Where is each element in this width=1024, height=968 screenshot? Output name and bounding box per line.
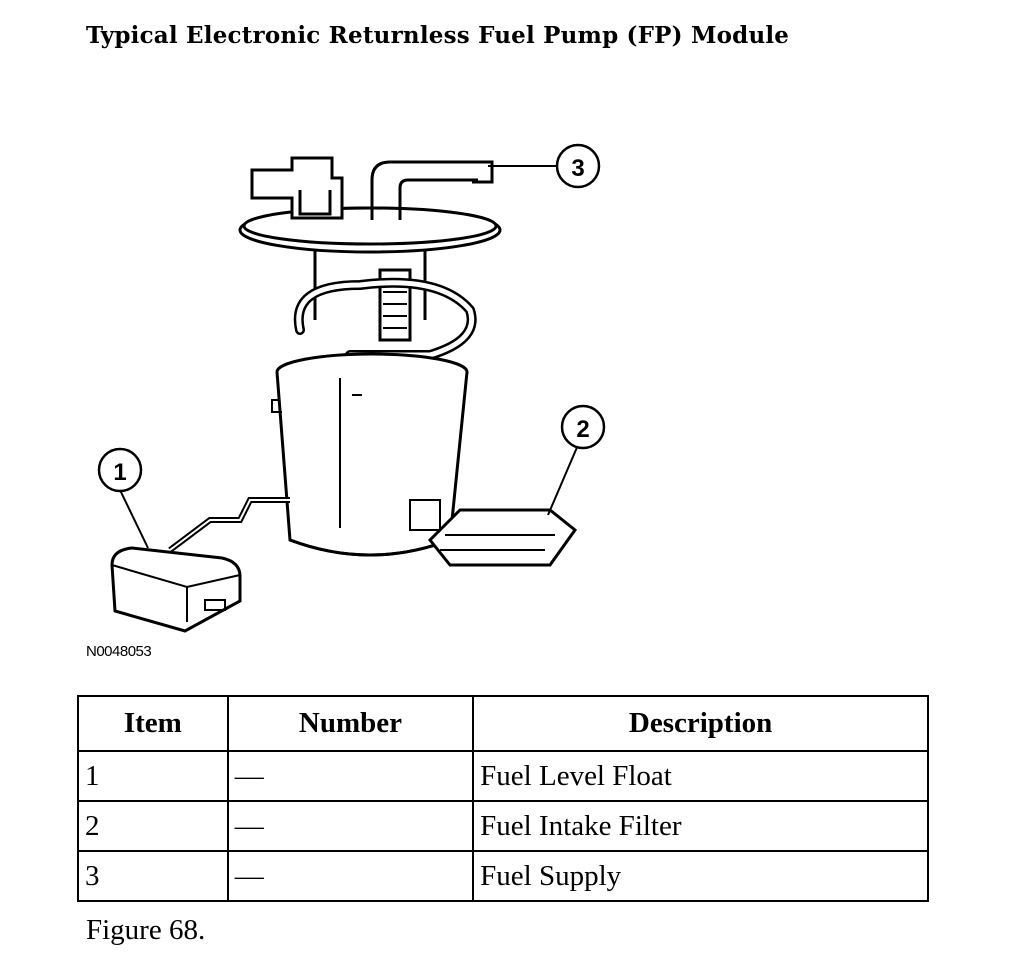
callout-2: 2	[576, 416, 589, 443]
illustration-code: N0048053	[86, 643, 152, 660]
callout-1: 1	[113, 459, 126, 486]
cell-item: 1	[77, 750, 229, 802]
callout-3: 3	[571, 155, 584, 182]
document-title: Typical Electronic Returnless Fuel Pump …	[86, 22, 790, 49]
cell-description: Fuel Level Float	[472, 750, 929, 802]
items-table: Item Number Description 1 — Fuel Level F…	[77, 695, 929, 902]
header-number: Number	[226, 695, 475, 752]
table-row: 3 — Fuel Supply	[77, 850, 929, 902]
cell-description: Fuel Intake Filter	[472, 800, 929, 852]
header-item: Item	[77, 695, 229, 752]
cell-description: Fuel Supply	[472, 850, 929, 902]
header-description: Description	[472, 695, 929, 752]
cell-number: —	[226, 800, 475, 852]
table-row: 1 — Fuel Level Float	[77, 750, 929, 802]
cell-item: 2	[77, 800, 229, 852]
table-row: 2 — Fuel Intake Filter	[77, 800, 929, 852]
figure-caption: Figure 68.	[86, 914, 206, 946]
table-header-row: Item Number Description	[77, 695, 929, 752]
cell-item: 3	[77, 850, 229, 902]
fuel-pump-module-illustration: 3 2 1	[97, 143, 606, 633]
cell-number: —	[226, 750, 475, 802]
cell-number: —	[226, 850, 475, 902]
